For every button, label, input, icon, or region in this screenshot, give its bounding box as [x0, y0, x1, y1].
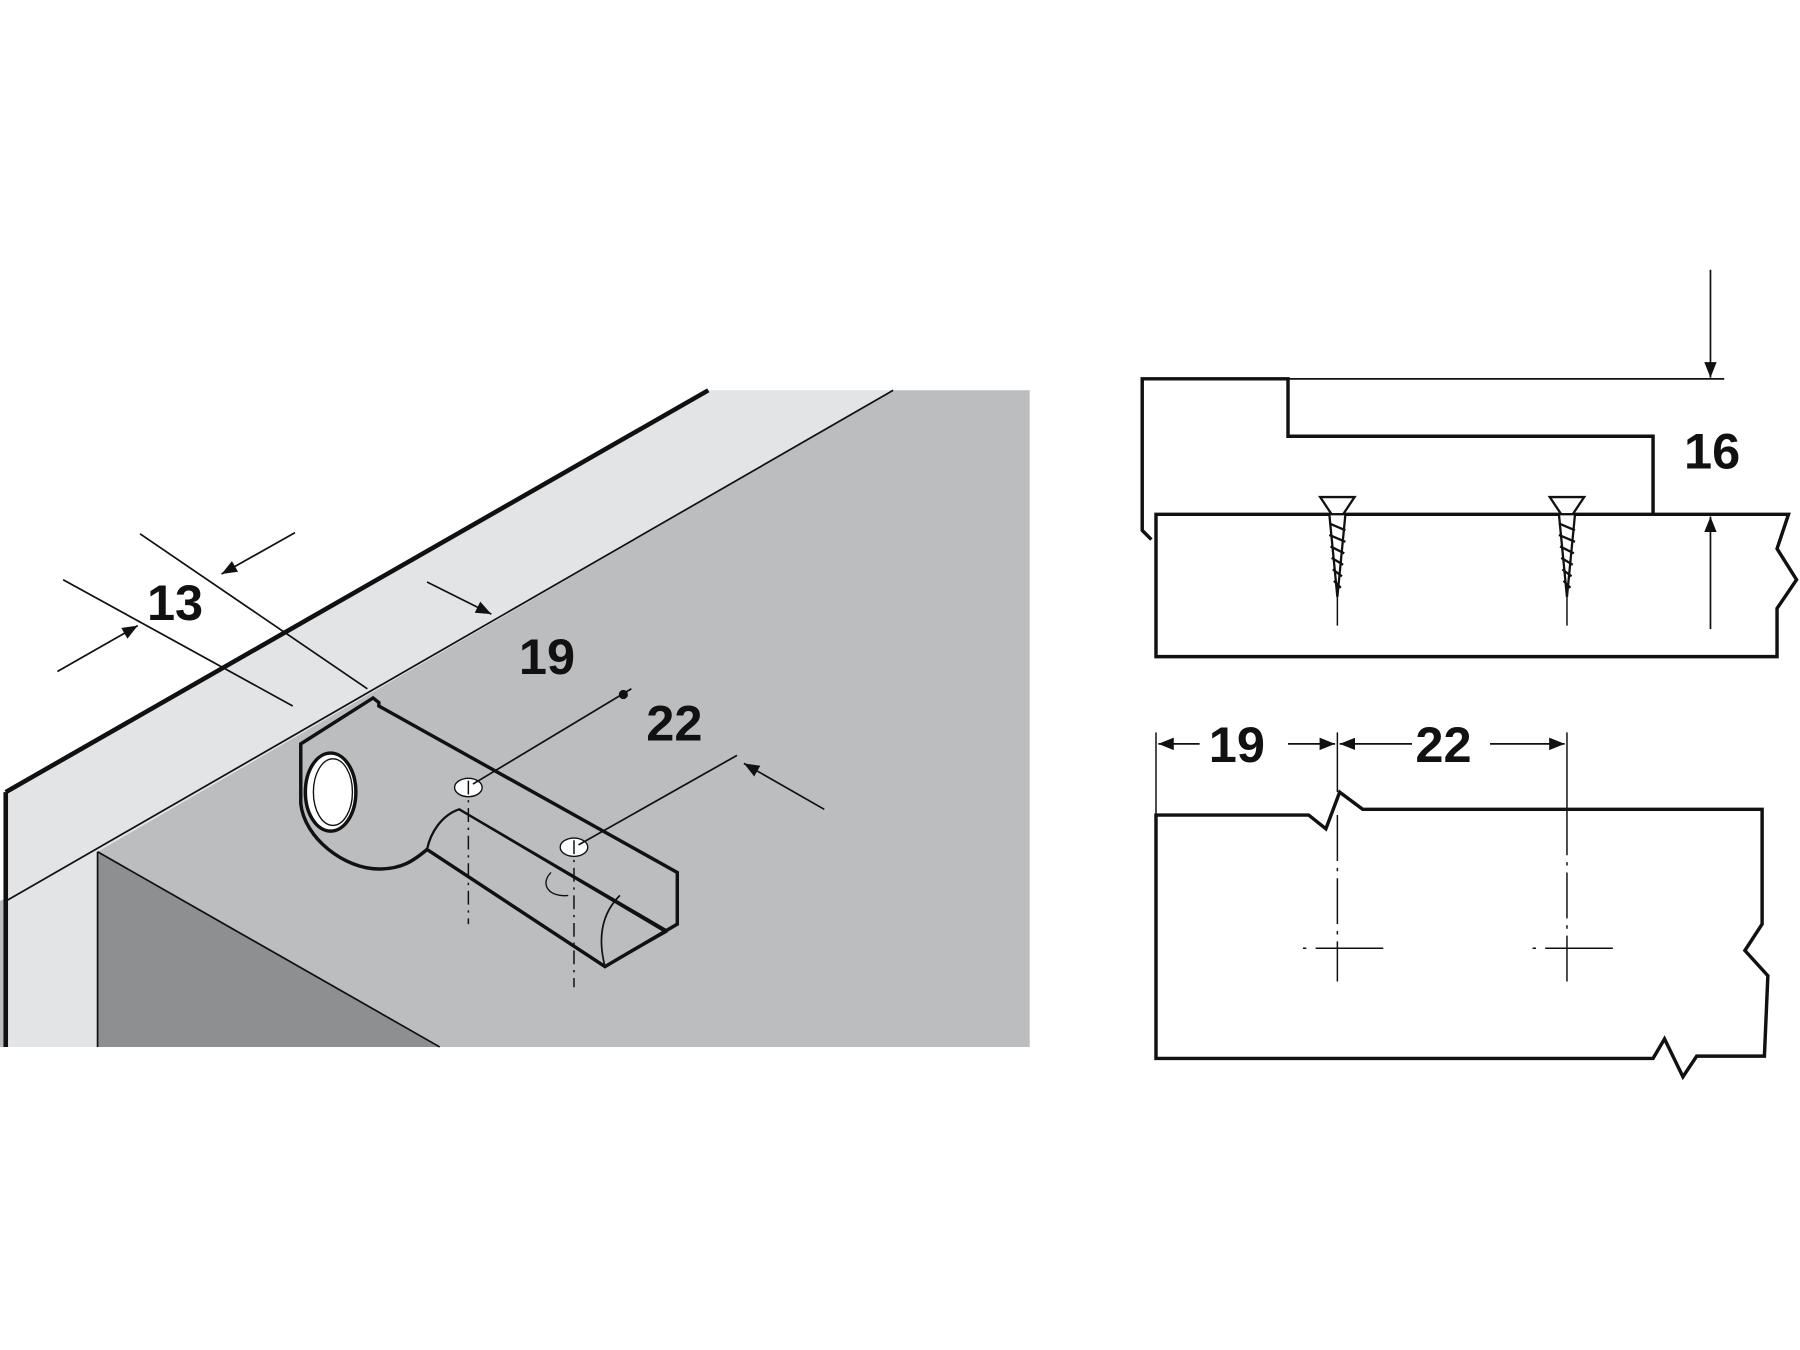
cabinet-side-panel [0, 390, 1030, 1047]
top-view-board [1154, 789, 1770, 1081]
dim-22-label: 22 [646, 694, 702, 751]
drill-mark-icon [1532, 809, 1613, 982]
dim-16-label: 16 [1684, 422, 1740, 479]
dim-13-label: 13 [147, 574, 203, 631]
side-view: 16 [1140, 269, 1799, 659]
screw-axis-lines [467, 780, 575, 988]
side-view-board [1154, 512, 1799, 659]
isometric-view: 13 19 22 [0, 388, 1030, 1048]
screw-icon [1547, 495, 1587, 626]
dim-19-label: 19 [519, 628, 575, 685]
push-latch-catch [299, 695, 680, 969]
dim-22-top-label: 22 [1415, 716, 1471, 773]
top-view: 19 22 [1154, 716, 1770, 1081]
push-button-icon [303, 751, 358, 833]
screw-icon [1318, 495, 1357, 626]
cabinet-top-edge [5, 390, 894, 1047]
drill-mark-icon [1302, 815, 1384, 982]
dim-19-top-label: 19 [1209, 716, 1265, 773]
